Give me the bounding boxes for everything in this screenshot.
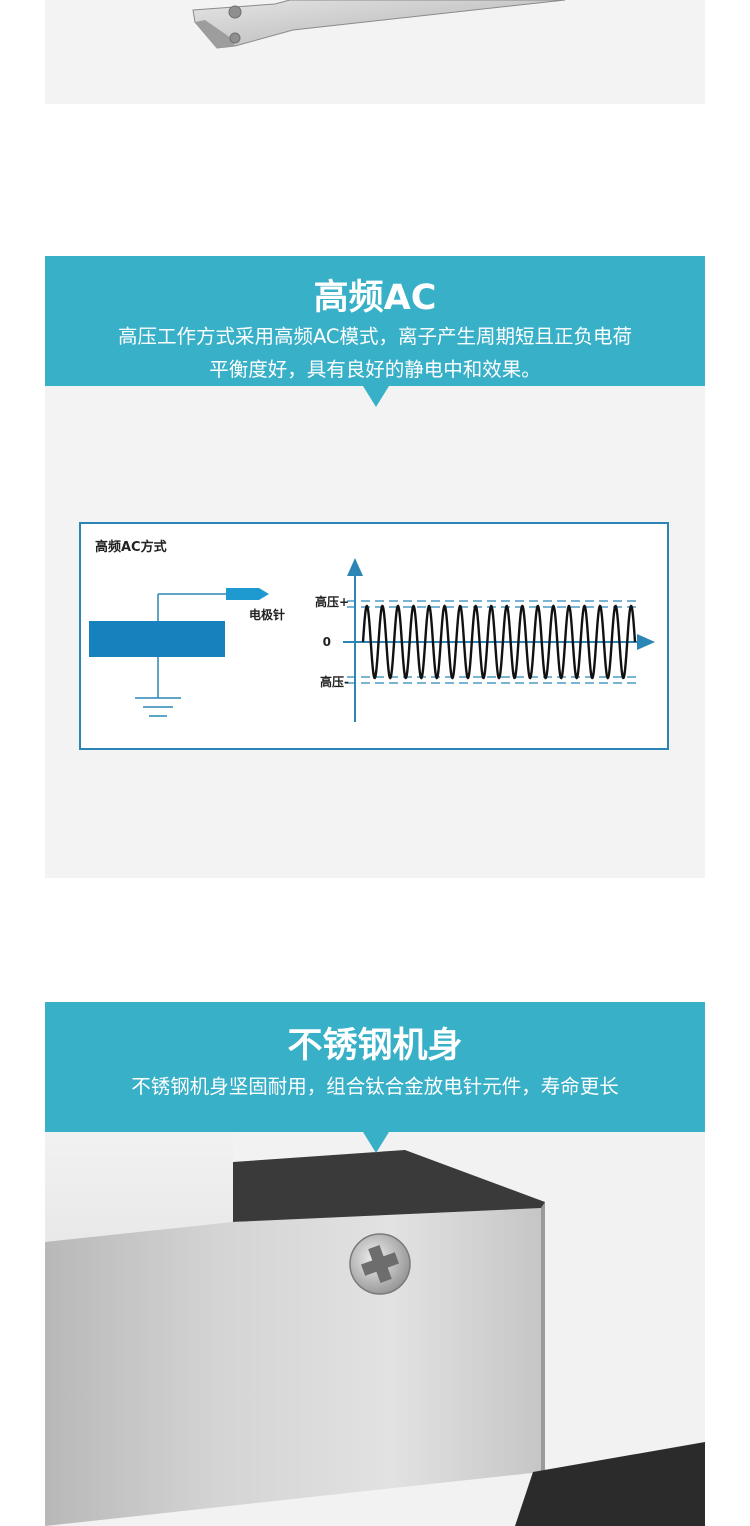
section-stainless-body: 不锈钢机身 不锈钢机身坚固耐用，组合钛合金放电针元件，寿命更长	[45, 1002, 705, 1526]
electrode-label: 电极针	[249, 607, 285, 622]
hf-ac-diagram: 高频AC方式 电极针	[79, 522, 669, 750]
label-zero: 0	[323, 635, 331, 649]
label-hv-plus: 高压+	[315, 594, 349, 609]
section-description: 不锈钢机身坚固耐用，组合钛合金放电针元件，寿命更长	[131, 1075, 619, 1098]
steel-face	[45, 1208, 541, 1526]
bracket-illustration	[192, 0, 566, 49]
electrode-block	[89, 621, 225, 657]
banner-pointer	[363, 386, 389, 407]
section-description-line-2: 平衡度好，具有良好的静电中和效果。	[209, 358, 541, 381]
waveform-axes	[343, 558, 655, 722]
label-hv-minus: 高压-	[320, 674, 349, 689]
section-banner: 高频AC 高压工作方式采用高频AC模式，离子产生周期短且正负电荷 平衡度好，具有…	[45, 256, 705, 386]
section-title: 高频AC	[313, 278, 437, 318]
section-title: 不锈钢机身	[287, 1026, 463, 1066]
electrode-needle-icon	[226, 588, 269, 600]
ac-waveform	[361, 604, 637, 680]
screw-icon	[349, 1233, 411, 1295]
section-hf-ac: 高频AC 高压工作方式采用高频AC模式，离子产生周期短且正负电荷 平衡度好，具有…	[45, 256, 705, 878]
section-banner: 不锈钢机身 不锈钢机身坚固耐用，组合钛合金放电针元件，寿命更长	[45, 1002, 705, 1132]
product-photo-top	[45, 0, 705, 104]
section-description-line-1: 高压工作方式采用高频AC模式，离子产生周期短且正负电荷	[117, 325, 633, 348]
x-axis-arrow-icon	[637, 634, 655, 650]
y-axis-arrow-icon	[347, 558, 363, 576]
dark-base	[515, 1442, 705, 1526]
banner-pointer	[363, 1132, 389, 1153]
ground-icon	[135, 697, 181, 717]
black-top-edge	[233, 1150, 545, 1222]
diagram-title: 高频AC方式	[95, 539, 167, 555]
voltage-reference-lines	[347, 600, 637, 684]
